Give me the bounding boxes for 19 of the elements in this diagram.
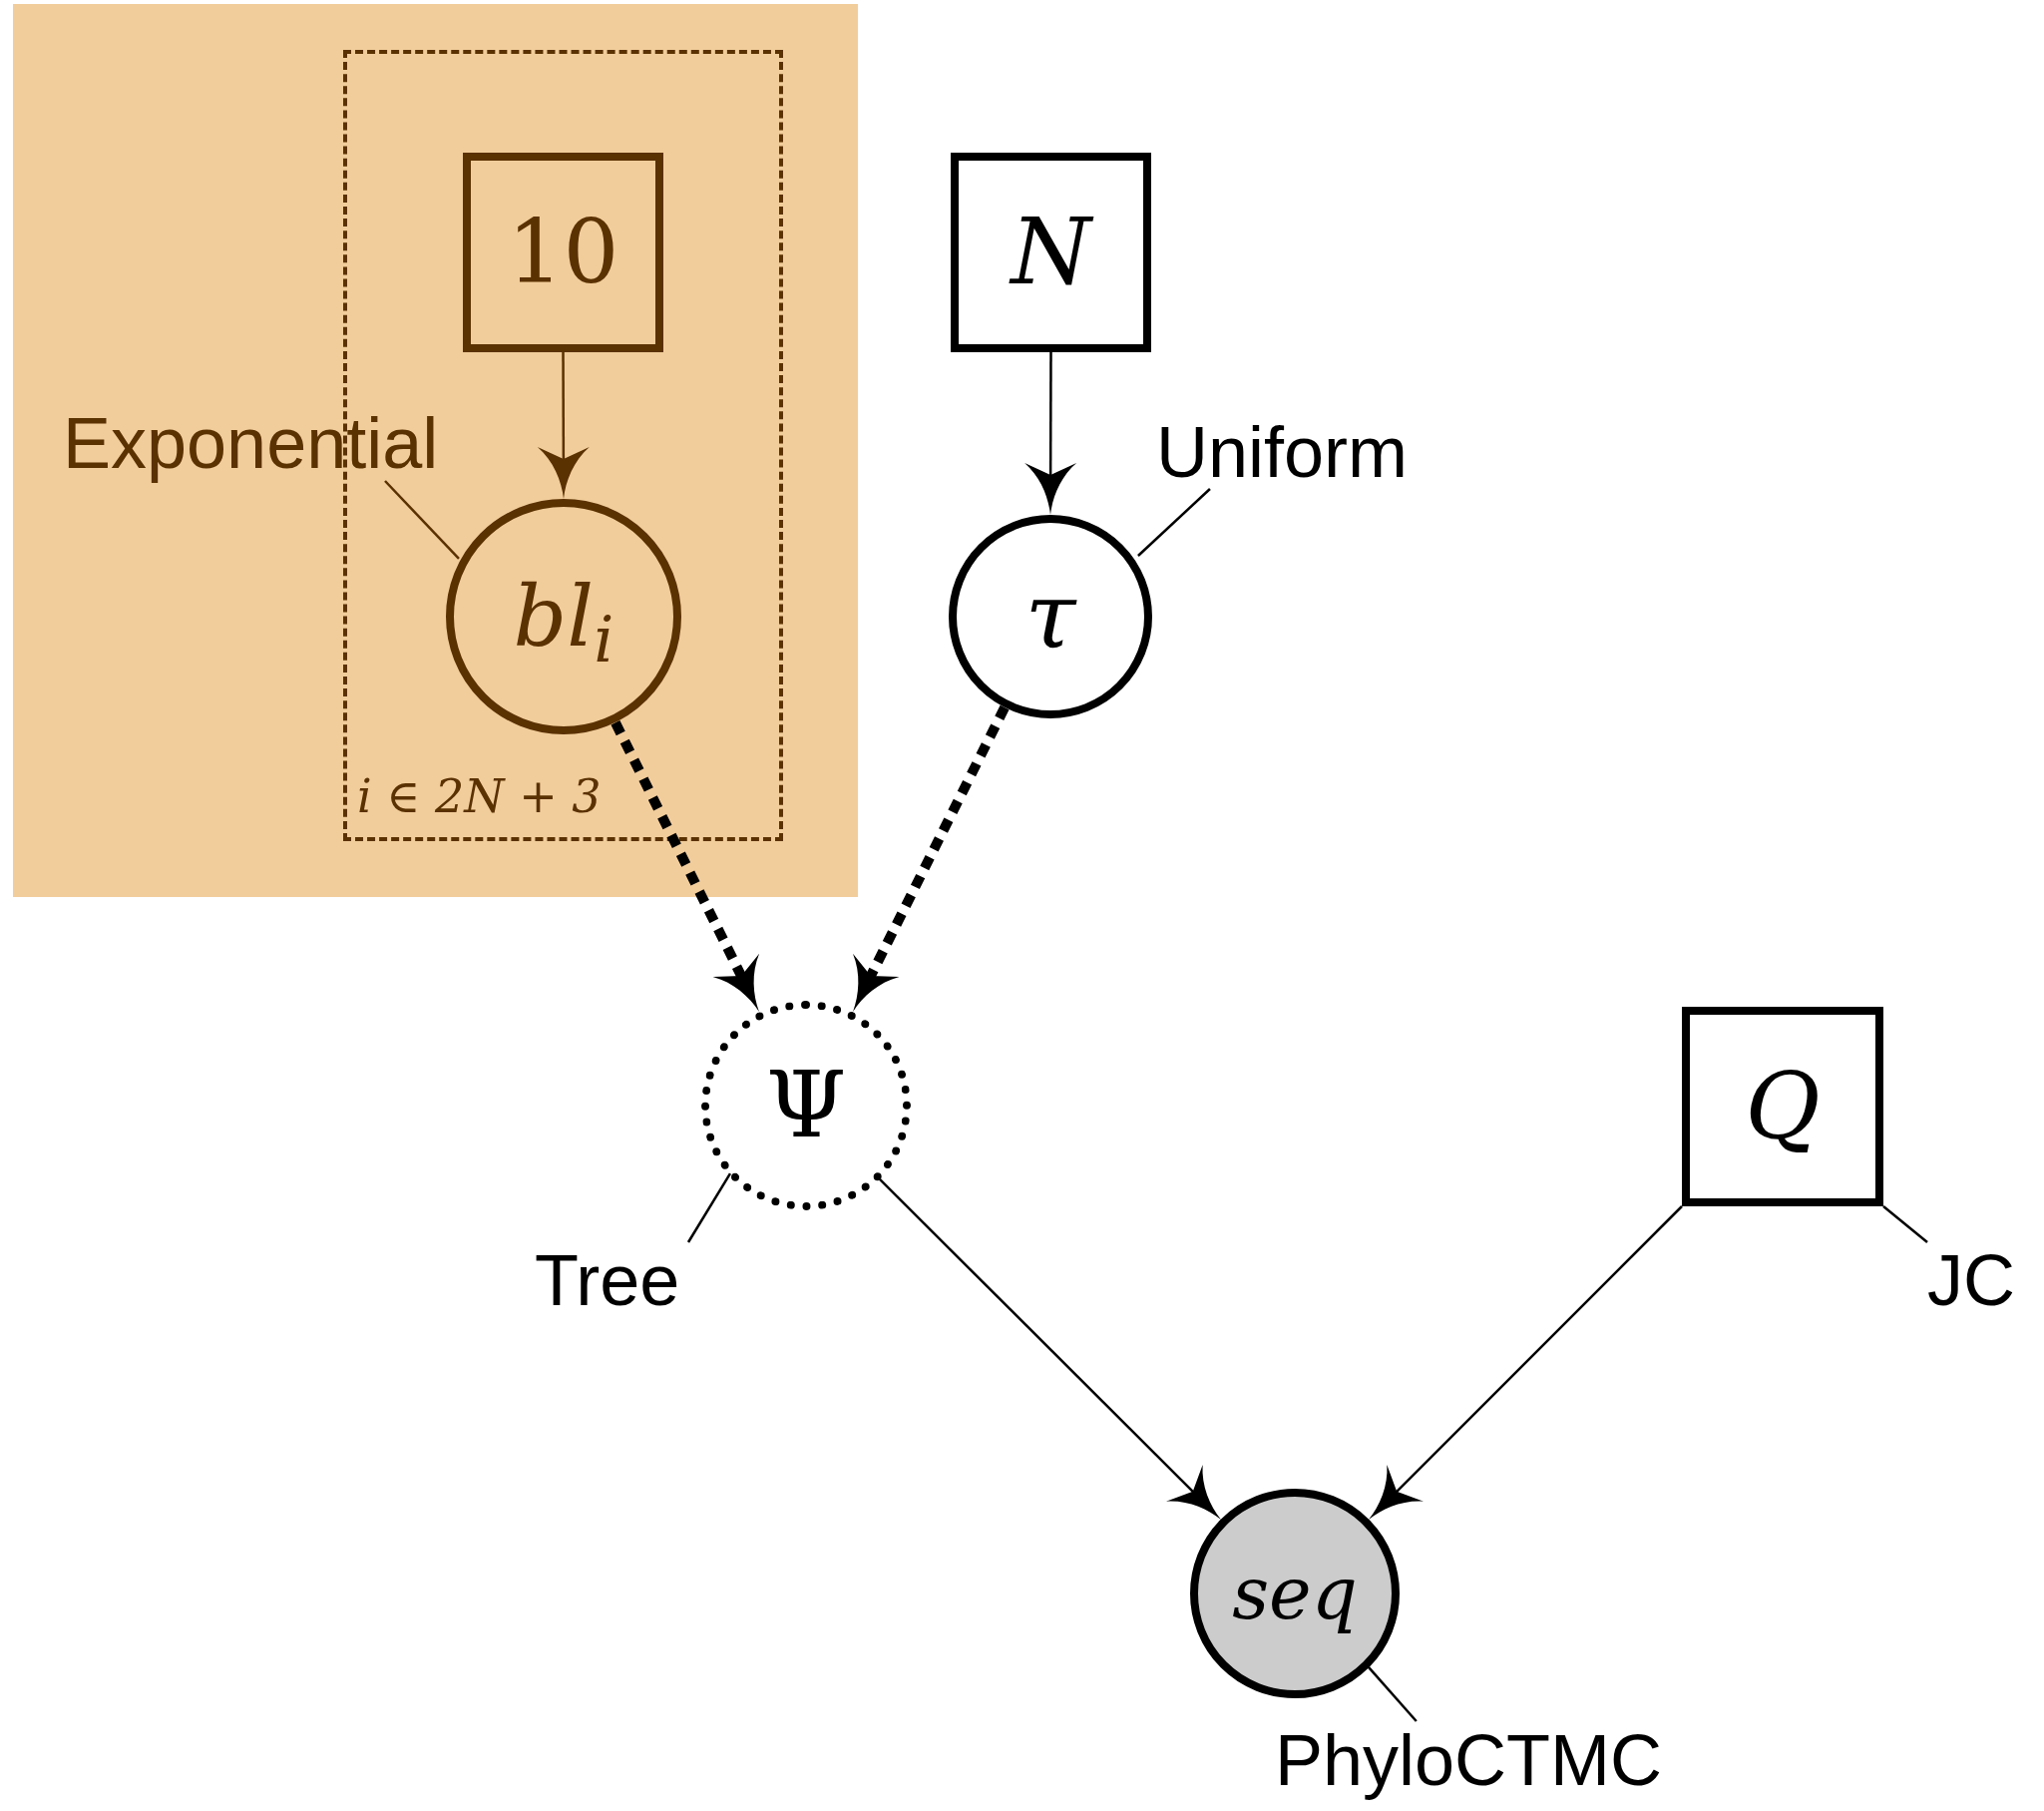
leader-line [384, 480, 460, 560]
leader-line [686, 1172, 732, 1243]
plate-label: i ∈ 2N + 3 [357, 773, 602, 819]
leader-line [1137, 488, 1211, 557]
math-label: τ [1024, 571, 1076, 663]
distribution-label: Tree [535, 1242, 688, 1317]
distribution-label: Uniform [1156, 414, 1433, 489]
distribution-label: Exponential [63, 404, 482, 481]
highlight-region [13, 4, 858, 897]
math-label: Q [1745, 1061, 1821, 1152]
distribution-label: JC [1927, 1242, 2027, 1317]
constant-box [463, 153, 663, 352]
math-label: Ψ [765, 1060, 847, 1151]
constant-box [1682, 1007, 1883, 1206]
distribution-label: PhyloCTMC [1275, 1721, 1705, 1798]
constant-box [951, 153, 1151, 352]
leader-line [1882, 1205, 1928, 1243]
leader-line [1368, 1666, 1418, 1722]
math-label: 10 [507, 209, 619, 296]
